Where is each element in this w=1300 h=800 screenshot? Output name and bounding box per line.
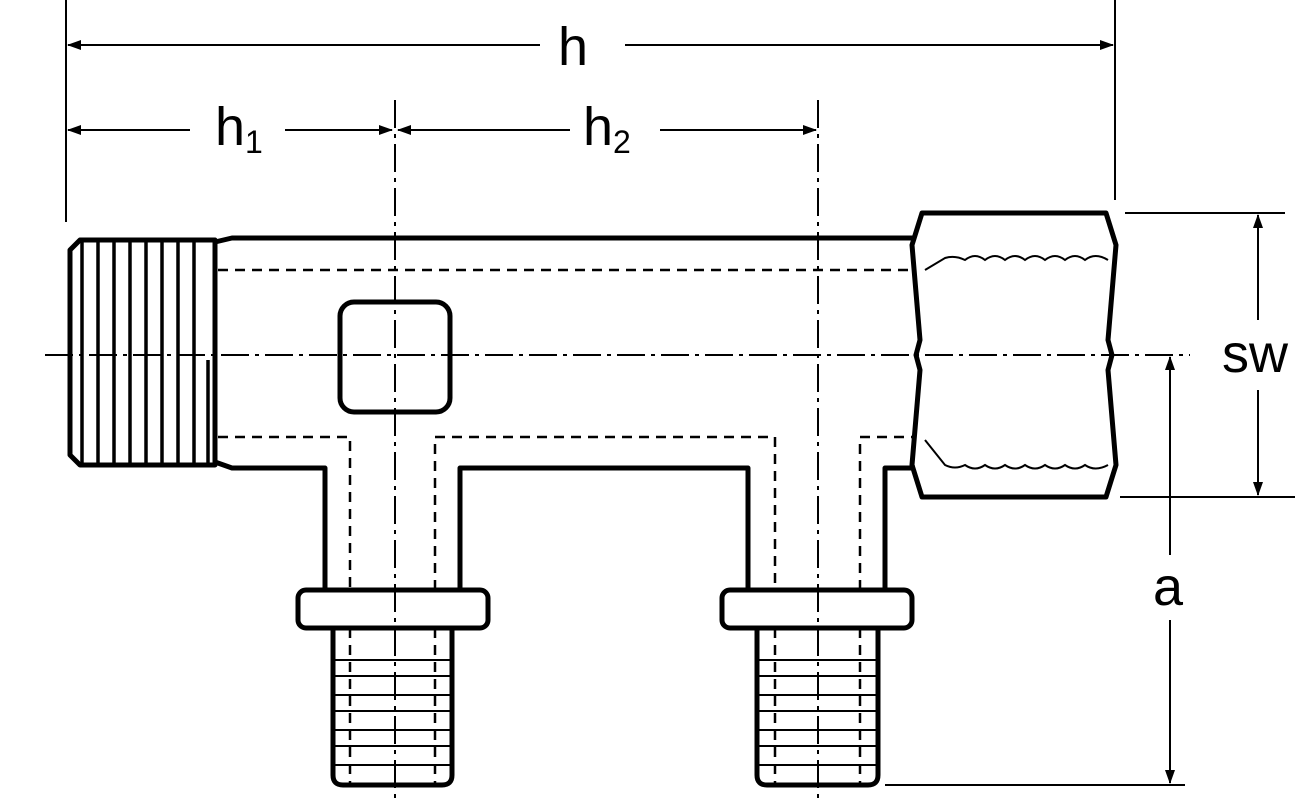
outlet-left bbox=[295, 587, 491, 788]
label-h1: h1 bbox=[215, 97, 263, 160]
label-a: a bbox=[1153, 557, 1184, 617]
dimension-h1: h1 bbox=[67, 97, 393, 160]
label-h2: h2 bbox=[583, 97, 631, 160]
label-sw: sw bbox=[1222, 324, 1289, 384]
dimension-h: h bbox=[67, 17, 1114, 77]
male-thread bbox=[67, 237, 218, 468]
dimension-a: a bbox=[1153, 356, 1184, 784]
hex-nut bbox=[909, 210, 1119, 500]
square-marking bbox=[337, 299, 453, 415]
label-h: h bbox=[558, 17, 588, 77]
outlet-right bbox=[719, 587, 915, 788]
manifold-body bbox=[214, 235, 915, 590]
dimension-sw: sw bbox=[1222, 214, 1289, 496]
dimension-h2: h2 bbox=[397, 97, 817, 160]
extension-lines bbox=[65, 0, 1295, 786]
centerlines bbox=[45, 100, 1190, 800]
